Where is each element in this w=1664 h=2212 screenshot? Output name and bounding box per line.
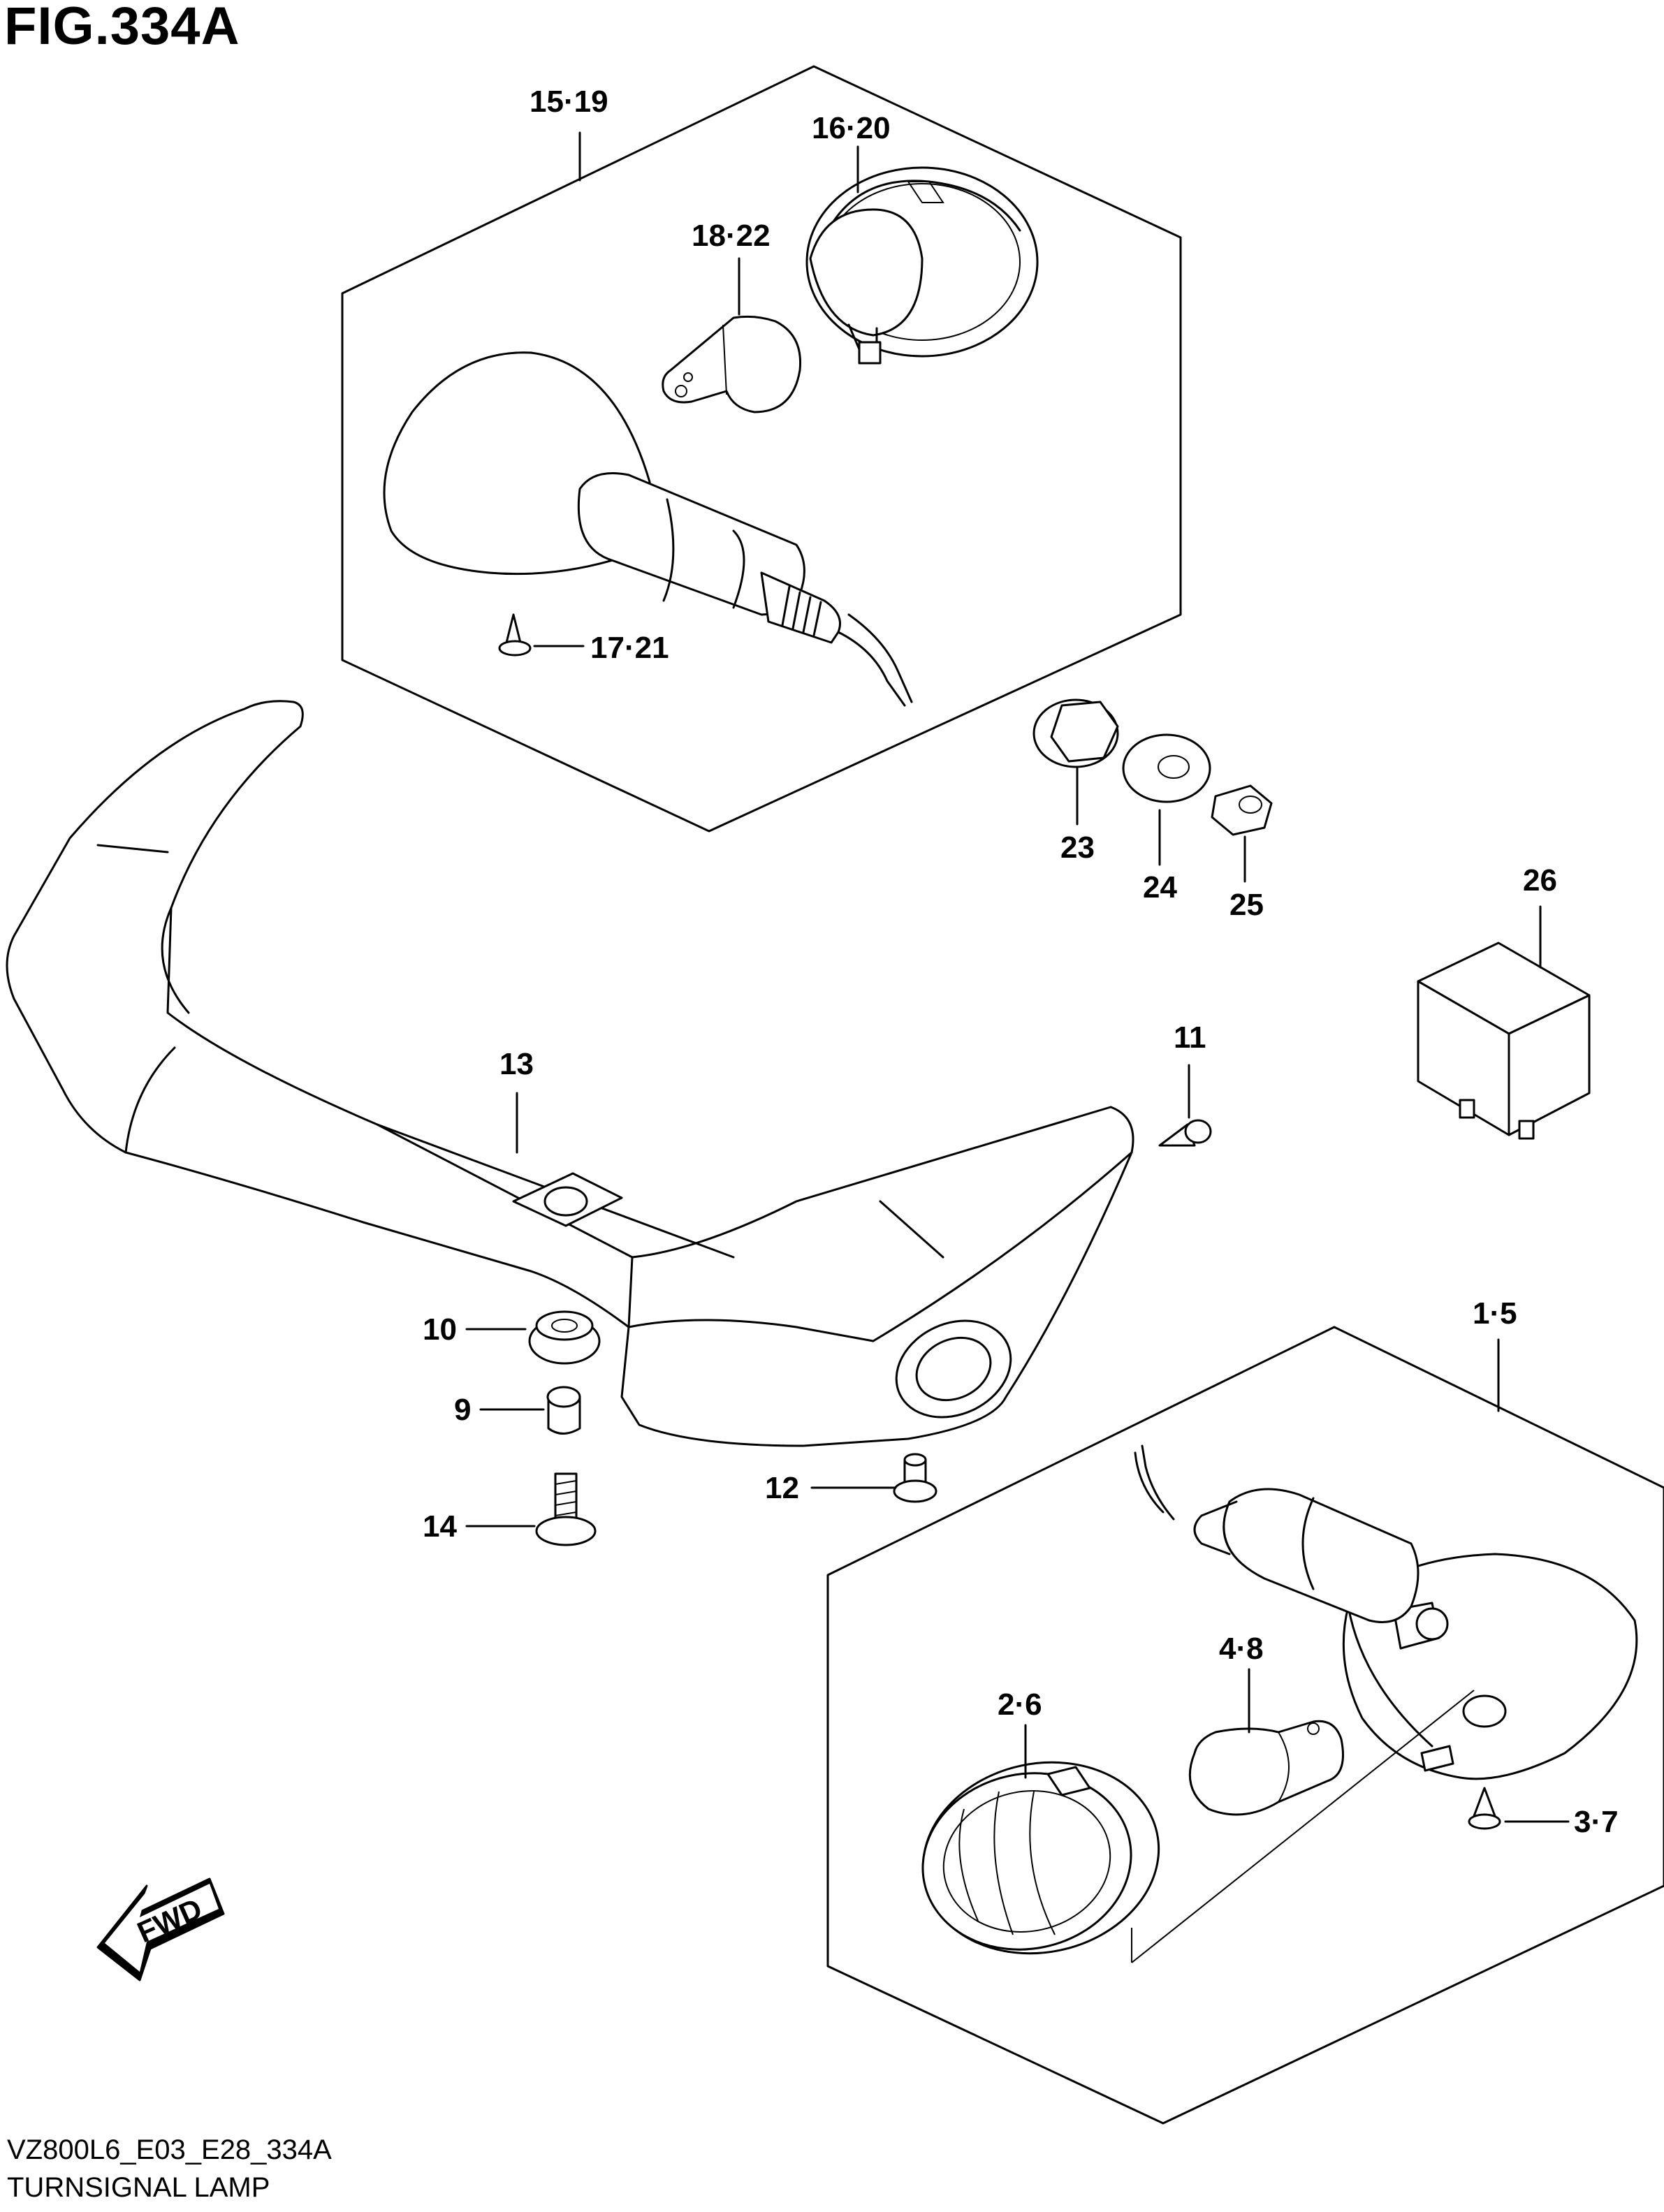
lower-turnsignal-assembly (826, 1326, 1664, 2125)
callout-2-6: 2·6 (998, 1687, 1042, 1722)
upper-turnsignal-assembly (341, 65, 1182, 833)
callout-23: 23 (1060, 830, 1095, 865)
figure-code: VZ800L6_E03_E28_334A (7, 2134, 332, 2165)
upper-assembly-frame (341, 65, 1182, 833)
bracket-13 (6, 700, 1134, 1447)
callout-10: 10 (423, 1312, 457, 1347)
washer-24 (1122, 733, 1211, 803)
callout-3-7: 3·7 (1574, 1805, 1619, 1839)
lower-assembly-frame (826, 1326, 1664, 2125)
screw-lower (1468, 1787, 1501, 1830)
washer-nut-set (1032, 698, 1273, 883)
figure-name: TURNSIGNAL LAMP (7, 2172, 270, 2203)
bulb-upper (662, 315, 802, 413)
lamp-body-lower (1134, 1444, 1638, 1780)
lamp-body-upper (383, 351, 913, 707)
bulb-lower (1188, 1720, 1344, 1816)
callout-12: 12 (765, 1471, 799, 1505)
screw-11 (1158, 1119, 1212, 1147)
fwd-arrow: FWD (96, 1877, 225, 1982)
lamp-lens-housing-upper (805, 166, 1039, 365)
relay-26 (1417, 942, 1591, 1140)
rubber-washer-23 (1032, 698, 1119, 768)
callout-13: 13 (499, 1047, 534, 1081)
nut-25 (1211, 784, 1273, 836)
callout-1-5: 1·5 (1473, 1296, 1517, 1331)
collar-9 (546, 1386, 581, 1435)
figure-title: FIG.334A (4, 0, 240, 56)
callout-17-21: 17·21 (590, 631, 669, 665)
callout-26: 26 (1523, 863, 1557, 898)
callout-11: 11 (1174, 1020, 1206, 1055)
callout-24: 24 (1143, 870, 1177, 904)
callout-9: 9 (454, 1393, 471, 1427)
bolt-14 (535, 1472, 597, 1546)
assembly-line-lower (1131, 1690, 1475, 1963)
bolt-12 (893, 1453, 937, 1503)
callout-16-20: 16·20 (812, 111, 891, 145)
grommet-10 (528, 1310, 601, 1365)
callout-14: 14 (423, 1509, 457, 1544)
lamp-lens-housing-lower (921, 1761, 1160, 1955)
callout-15-19: 15·19 (530, 85, 608, 119)
callout-25: 25 (1229, 888, 1264, 922)
callout-4-8: 4·8 (1219, 1632, 1264, 1666)
screw-upper (498, 613, 532, 657)
callout-18-22: 18·22 (692, 219, 771, 253)
